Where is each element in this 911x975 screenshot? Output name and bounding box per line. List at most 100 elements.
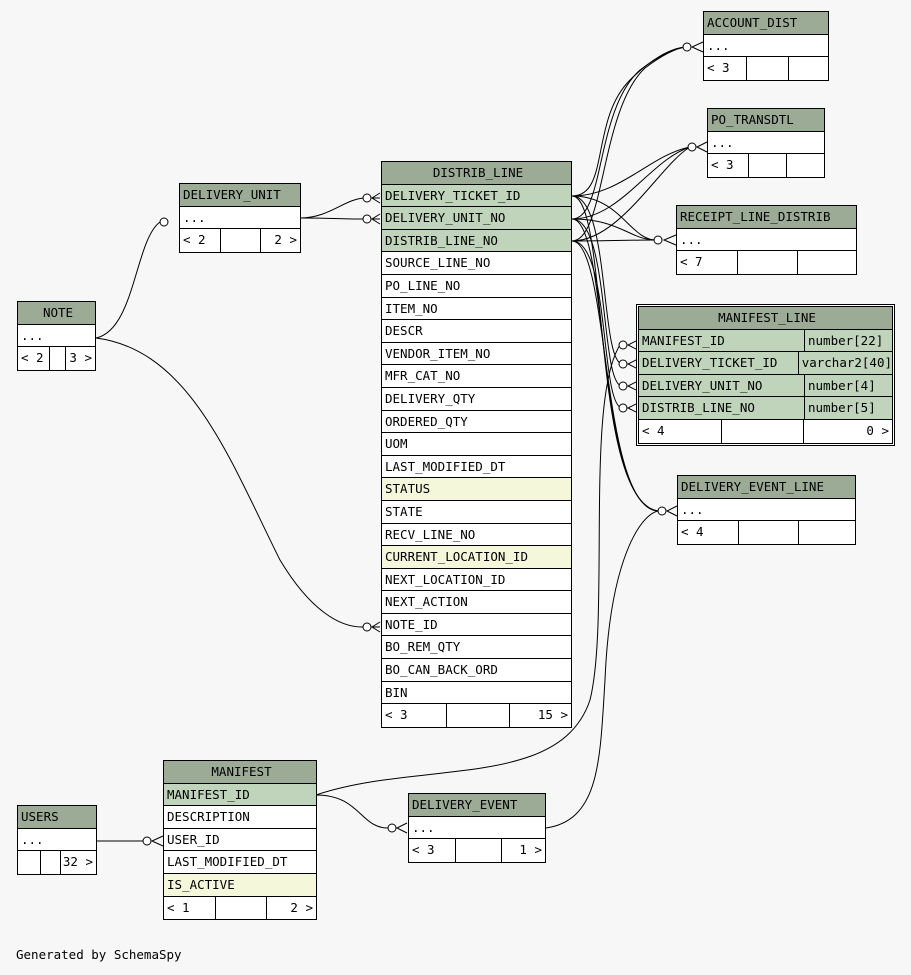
footer-spacer bbox=[40, 851, 60, 874]
column-row[interactable]: MANIFEST_ID bbox=[164, 783, 316, 807]
column-row[interactable]: USER_ID bbox=[164, 829, 316, 852]
child-count bbox=[797, 251, 856, 274]
column-row[interactable]: LAST_MODIFIED_DT bbox=[164, 851, 316, 874]
table-header: DELIVERY_UNIT bbox=[180, 184, 300, 207]
footer-spacer bbox=[746, 57, 788, 80]
parent-count bbox=[18, 851, 40, 874]
table-po-transdtl[interactable]: PO_TRANSDTL ... < 3 bbox=[707, 108, 825, 178]
table-users[interactable]: USERS ... 32 > bbox=[17, 805, 97, 875]
column-row[interactable]: MFR_CAT_NO bbox=[382, 365, 571, 388]
column-row[interactable]: DELIVERY_TICKET_ID bbox=[382, 184, 571, 208]
column-row[interactable]: DELIVERY_UNIT_NO bbox=[382, 207, 571, 230]
table-receipt-line-distrib[interactable]: RECEIPT_LINE_DISTRIB ... < 7 bbox=[676, 205, 857, 275]
column-row[interactable]: DESCRIPTION bbox=[164, 806, 316, 829]
child-count bbox=[798, 521, 855, 544]
column-row[interactable]: PO_LINE_NO bbox=[382, 275, 571, 298]
columns-ellipsis: ... bbox=[677, 229, 856, 252]
child-count bbox=[788, 57, 828, 80]
column-row[interactable]: BIN bbox=[382, 682, 571, 705]
child-count: 0 > bbox=[803, 419, 892, 443]
column-row[interactable]: BO_REM_QTY bbox=[382, 636, 571, 660]
table-distrib-line[interactable]: DISTRIB_LINE DELIVERY_TICKET_ID DELIVERY… bbox=[381, 161, 572, 728]
column-row[interactable]: UOM bbox=[382, 433, 571, 456]
column-row[interactable]: STATUS bbox=[382, 478, 571, 501]
column-row[interactable]: DISTRIB_LINE_NO bbox=[382, 229, 571, 253]
table-delivery-event[interactable]: DELIVERY_EVENT ... < 3 1 > bbox=[408, 793, 546, 863]
table-footer: < 3 1 > bbox=[409, 839, 545, 862]
child-count: 1 > bbox=[501, 839, 545, 862]
column-row[interactable]: MANIFEST_ID number[22] bbox=[639, 329, 892, 353]
footer-spacer bbox=[455, 839, 501, 862]
parent-count: < 3 bbox=[707, 60, 730, 76]
column-row[interactable]: DESCR bbox=[382, 320, 571, 343]
child-count: 2 > bbox=[266, 896, 316, 920]
table-footer: < 3 bbox=[704, 57, 828, 80]
table-header: MANIFEST_LINE bbox=[639, 307, 892, 330]
column-row[interactable]: DELIVERY_QTY bbox=[382, 388, 571, 411]
column-row[interactable]: DISTRIB_LINE_NO number[5] bbox=[639, 397, 892, 420]
table-header: DISTRIB_LINE bbox=[382, 162, 571, 185]
table-note[interactable]: NOTE ... < 2 3 > bbox=[17, 301, 96, 371]
column-row[interactable]: ITEM_NO bbox=[382, 298, 571, 321]
footer-spacer bbox=[446, 704, 509, 727]
parent-count: < 7 bbox=[680, 254, 703, 270]
table-delivery-unit[interactable]: DELIVERY_UNIT ... < 2 2 > bbox=[179, 183, 301, 253]
column-row[interactable]: DELIVERY_TICKET_ID varchar2[40] bbox=[639, 352, 892, 375]
table-footer: < 3 bbox=[708, 154, 824, 177]
table-footer: 32 > bbox=[18, 851, 96, 874]
column-type: varchar2[40] bbox=[801, 355, 892, 371]
table-manifest[interactable]: MANIFEST MANIFEST_ID DESCRIPTION USER_ID… bbox=[163, 760, 317, 921]
parent-count: < 3 bbox=[412, 842, 435, 858]
column-row[interactable]: VENDOR_ITEM_NO bbox=[382, 343, 571, 366]
table-footer: < 4 0 > bbox=[639, 419, 892, 443]
columns-ellipsis: ... bbox=[18, 829, 96, 852]
table-header: USERS bbox=[18, 806, 96, 829]
column-type: number[5] bbox=[808, 400, 876, 416]
child-count: 2 > bbox=[260, 229, 300, 252]
parent-count: < 4 bbox=[681, 524, 704, 540]
table-manifest-line[interactable]: MANIFEST_LINE MANIFEST_ID number[22] DEL… bbox=[636, 304, 895, 446]
column-name: DELIVERY_TICKET_ID bbox=[639, 352, 799, 374]
column-name: MANIFEST_ID bbox=[639, 329, 805, 352]
column-row[interactable]: CURRENT_LOCATION_ID bbox=[382, 546, 571, 569]
parent-count: < 2 bbox=[21, 350, 44, 366]
parent-count: < 1 bbox=[167, 899, 190, 915]
parent-count: < 4 bbox=[642, 422, 665, 438]
columns-ellipsis: ... bbox=[180, 207, 300, 230]
table-header: PO_TRANSDTL bbox=[708, 109, 824, 132]
table-footer: < 1 2 > bbox=[164, 896, 316, 920]
column-row[interactable]: IS_ACTIVE bbox=[164, 873, 316, 897]
table-footer: < 3 15 > bbox=[382, 704, 571, 727]
footer-spacer bbox=[748, 154, 786, 177]
column-row[interactable]: RECV_LINE_NO bbox=[382, 524, 571, 547]
table-header: RECEIPT_LINE_DISTRIB bbox=[677, 206, 856, 229]
columns-ellipsis: ... bbox=[708, 132, 824, 155]
table-header: DELIVERY_EVENT_LINE bbox=[678, 476, 855, 499]
table-footer: < 2 3 > bbox=[18, 347, 95, 370]
parent-count: < 3 bbox=[711, 157, 734, 173]
table-delivery-event-line[interactable]: DELIVERY_EVENT_LINE ... < 4 bbox=[677, 475, 856, 545]
column-row[interactable]: LAST_MODIFIED_DT bbox=[382, 456, 571, 479]
parent-count: < 2 bbox=[183, 232, 206, 248]
column-row[interactable]: NEXT_ACTION bbox=[382, 591, 571, 614]
columns-ellipsis: ... bbox=[18, 325, 95, 348]
table-footer: < 2 2 > bbox=[180, 229, 300, 252]
footer-spacer bbox=[738, 521, 798, 544]
column-row[interactable]: SOURCE_LINE_NO bbox=[382, 252, 571, 275]
child-count: 3 > bbox=[65, 347, 95, 370]
table-account-dist[interactable]: ACCOUNT_DIST ... < 3 bbox=[703, 11, 829, 81]
columns-ellipsis: ... bbox=[704, 35, 828, 58]
footer-spacer bbox=[737, 251, 797, 274]
columns-ellipsis: ... bbox=[678, 499, 855, 522]
table-footer: < 7 bbox=[677, 251, 856, 274]
column-row[interactable]: STATE bbox=[382, 501, 571, 524]
column-row[interactable]: NOTE_ID bbox=[382, 614, 571, 637]
footer-spacer bbox=[215, 896, 266, 920]
footer-spacer bbox=[49, 347, 65, 370]
column-row[interactable]: BO_CAN_BACK_ORD bbox=[382, 659, 571, 682]
column-type: number[4] bbox=[808, 377, 876, 393]
column-row[interactable]: NEXT_LOCATION_ID bbox=[382, 569, 571, 592]
column-row[interactable]: ORDERED_QTY bbox=[382, 411, 571, 434]
column-row[interactable]: DELIVERY_UNIT_NO number[4] bbox=[639, 374, 892, 398]
